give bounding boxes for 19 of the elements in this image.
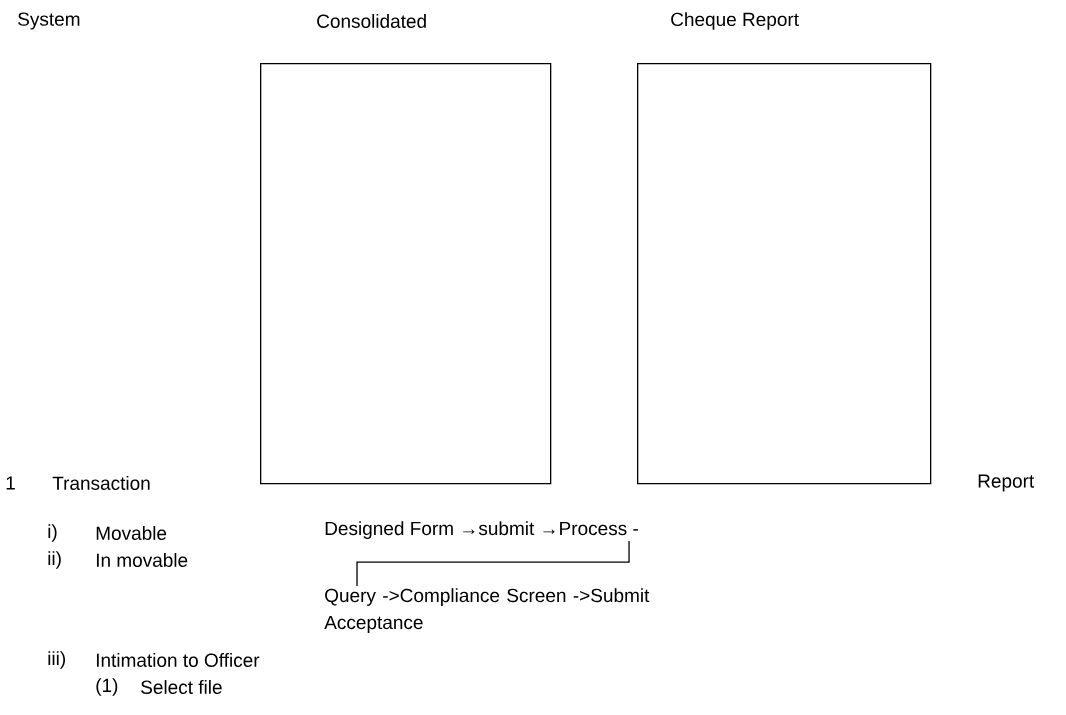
list-text: Intimation to Officer bbox=[96, 653, 260, 667]
heading-text: Cheque Report bbox=[671, 12, 799, 30]
heading-text: System bbox=[18, 12, 80, 30]
list-text: Select file bbox=[141, 680, 222, 694]
elbow-connector bbox=[356, 540, 630, 587]
list-text: Transaction bbox=[52, 476, 150, 490]
list-marker: ii) bbox=[48, 551, 61, 569]
list-marker: (1) bbox=[96, 678, 118, 696]
flow-text: Designed Form →submit →Process - bbox=[325, 521, 638, 539]
list-text: Report bbox=[978, 474, 1035, 492]
list-marker: iii) bbox=[48, 651, 65, 669]
list-marker: i) bbox=[48, 524, 57, 542]
heading-text: Consolidated bbox=[317, 14, 426, 28]
list-text: Movable bbox=[96, 526, 167, 540]
list-number: 1 bbox=[6, 476, 15, 490]
flow-text: Query ->Compliance Screen ->Submit Acceptance bbox=[324, 588, 650, 633]
empty-box bbox=[637, 63, 932, 485]
list-text: In movable bbox=[96, 553, 188, 567]
empty-box bbox=[260, 63, 552, 485]
